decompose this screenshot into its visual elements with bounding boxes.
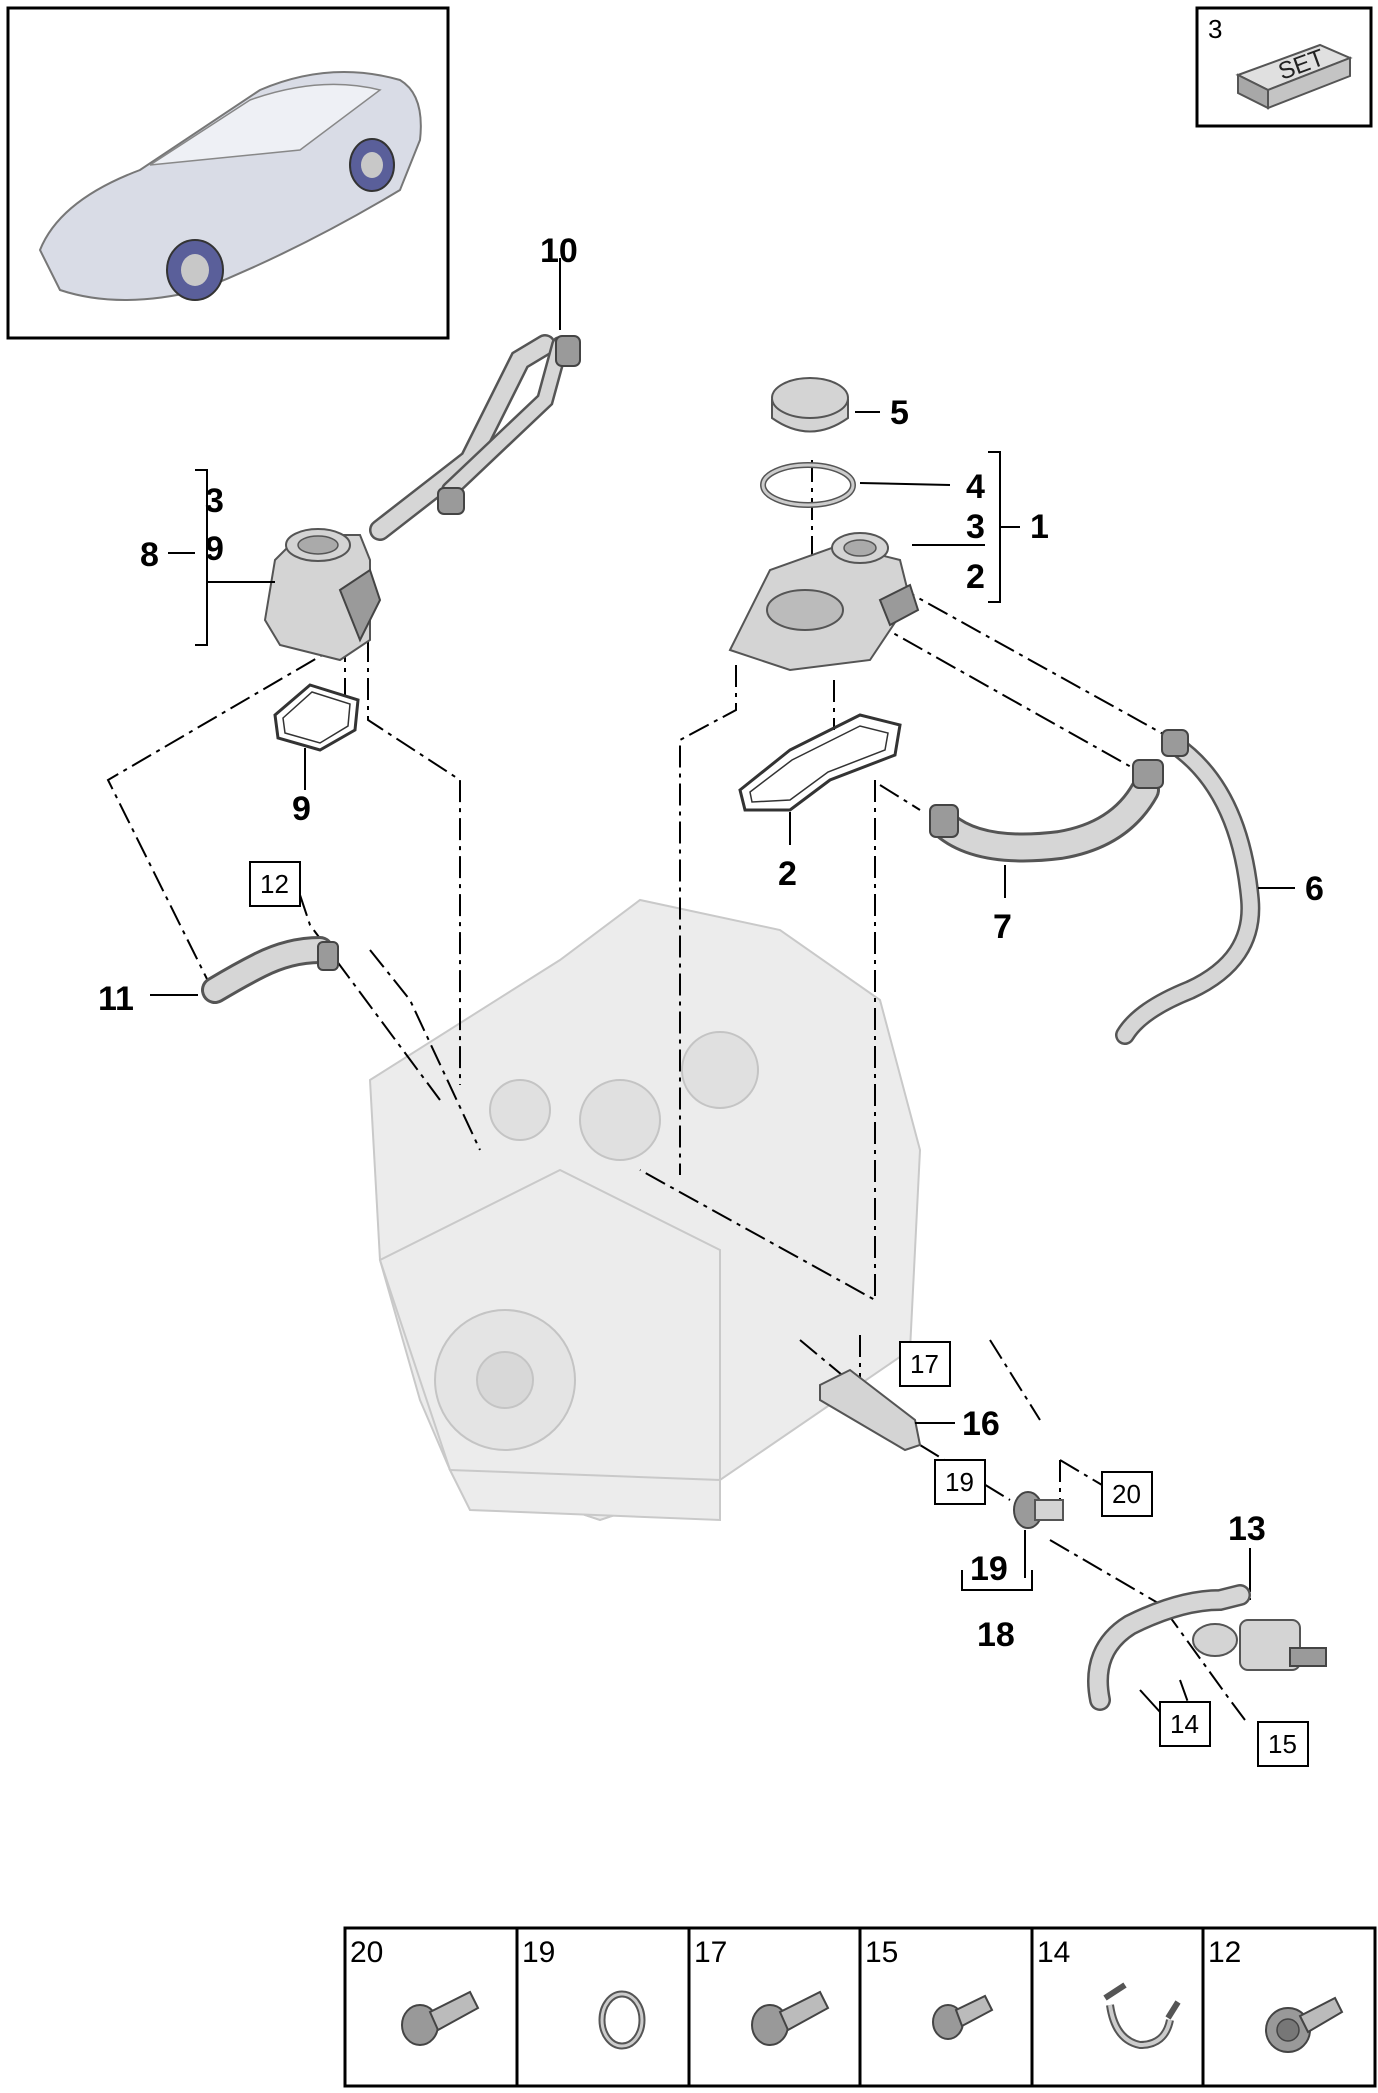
bolt-icon <box>932 1994 994 2040</box>
boxed-14: 14 <box>1170 1709 1199 1739</box>
callout-5: 5 <box>890 394 909 432</box>
callout-numbers: 10 5 4 3 1 2 2 7 6 3 9 8 9 11 16 19 18 1… <box>98 232 1324 1654</box>
part-6-hose <box>1115 729 1261 1045</box>
hardware-number-5: 14 <box>1037 1936 1070 1969</box>
callout-11: 11 <box>98 980 134 1018</box>
part-18-fitting <box>1013 1491 1064 1529</box>
callout-9-gasket: 9 <box>292 790 311 828</box>
bolt-icon <box>1265 1996 1344 2053</box>
callout-16: 16 <box>962 1405 1000 1443</box>
callout-10: 10 <box>540 232 578 270</box>
part-11-hose <box>201 936 339 1004</box>
boxed-19: 19 <box>945 1467 974 1497</box>
hardware-number-6: 12 <box>1208 1936 1241 1969</box>
engine-block <box>368 898 922 1522</box>
callout-7: 7 <box>993 908 1012 946</box>
part-1-oil-separator-housing <box>728 532 920 672</box>
set-box-number: 3 <box>1208 14 1222 44</box>
callout-2-right: 2 <box>966 558 985 596</box>
leader-lines <box>150 258 1295 1713</box>
hardware-number-1: 20 <box>350 1936 383 1969</box>
boxed-12: 12 <box>260 869 289 899</box>
boxed-references: 12 17 19 20 14 15 <box>249 861 1309 1767</box>
set-box: 3 SET <box>1195 6 1373 128</box>
clip-icon <box>1103 1982 1181 2050</box>
callout-1: 1 <box>1030 508 1049 546</box>
hardware-number-2: 19 <box>522 1936 555 1969</box>
hardware-number-4: 15 <box>865 1936 898 1969</box>
seal-ring-icon <box>598 1990 646 2050</box>
callout-6: 6 <box>1305 870 1324 908</box>
callout-18: 18 <box>977 1616 1015 1654</box>
callout-19: 19 <box>970 1550 1008 1588</box>
callout-3-right: 3 <box>966 508 985 546</box>
callout-2-gasket: 2 <box>778 855 797 893</box>
assembly-lines <box>106 460 1251 1723</box>
bolt-icon <box>401 1990 480 2046</box>
callout-8: 8 <box>140 536 159 574</box>
vehicle-thumbnail <box>6 6 450 340</box>
part-2-gasket <box>738 713 902 812</box>
boxed-17: 17 <box>910 1349 939 1379</box>
callout-13: 13 <box>1228 1510 1266 1548</box>
hardware-number-3: 17 <box>694 1936 727 1969</box>
part-4-seal-ring <box>760 462 856 508</box>
part-7-hose <box>929 759 1164 863</box>
part-13-oil-line <box>1087 1584 1327 1711</box>
boxed-15: 15 <box>1268 1729 1297 1759</box>
callout-4: 4 <box>966 468 985 506</box>
part-5-oil-filler-cap <box>771 377 849 433</box>
hardware-table: 20 19 17 15 14 1 <box>343 1926 1377 2088</box>
bolt-icon <box>751 1990 830 2046</box>
part-10-breather-hose <box>369 334 581 541</box>
boxed-20: 20 <box>1112 1479 1141 1509</box>
callout-9-left: 9 <box>205 530 224 568</box>
callout-3-left: 3 <box>205 482 224 520</box>
part-16-bracket <box>819 1368 922 1452</box>
part-9-gasket <box>273 683 360 752</box>
part-8-oil-separator <box>263 528 382 662</box>
